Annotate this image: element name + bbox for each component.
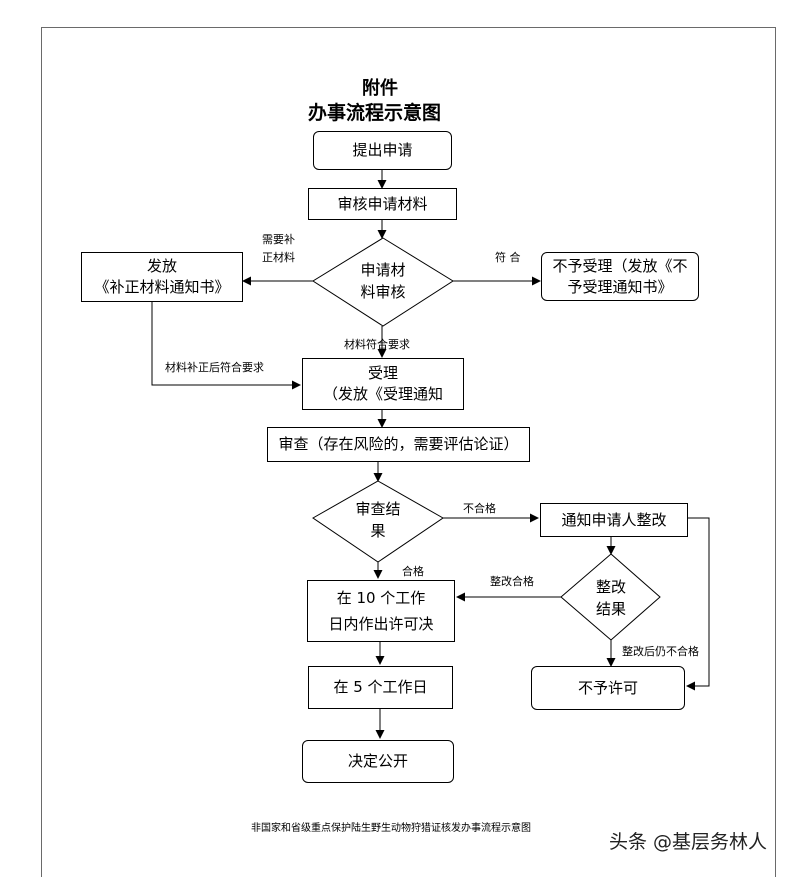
node-deny-permit: 不予许可 [531, 666, 685, 710]
edge-notify-to-deny [686, 517, 710, 691]
node-materials-decision-label: 申请材 料审核 [323, 259, 443, 303]
node-reject-acceptance-line1: 不予受理（发放《不 [552, 256, 688, 275]
node-review-materials-label: 审核申请材料 [337, 194, 428, 213]
label-need-supplement-line2: 正材料 [262, 251, 295, 264]
node-accept-line2: （发放《受理通知 [322, 385, 443, 403]
watermark: 头条 @基层务林人 [609, 831, 768, 853]
node-submit-application: 提出申请 [313, 131, 452, 170]
node-rectify-result-label: 整改 结果 [551, 576, 671, 620]
node-deny-permit-label: 不予许可 [577, 678, 638, 697]
node-reject-acceptance: 不予受理（发放《不 予受理通知书》 [541, 252, 699, 301]
node-issue-correction-notice: 发放 《补正材料通知书》 [81, 252, 243, 302]
node-submit-label: 提出申请 [352, 141, 413, 159]
label-rectify-pass: 整改合格 [490, 575, 534, 588]
node-accept-line1: 受理 [367, 364, 398, 382]
node-accept: 受理 （发放《受理通知 [302, 358, 464, 410]
node-exam-result-line2: 果 [370, 522, 386, 540]
node-materials-decision-line2: 料审核 [360, 283, 406, 301]
document-page [41, 27, 776, 877]
node-review-materials: 审核申请材料 [308, 188, 457, 220]
node-notify-rectify-label: 通知申请人整改 [561, 510, 667, 529]
node-exam-result-label: 审查结 果 [318, 498, 438, 542]
node-decide-line1: 在 10 个工作 [336, 589, 426, 607]
label-fail: 不合格 [463, 502, 496, 515]
label-pass: 合格 [402, 565, 424, 578]
page-title-line1: 附件 [362, 78, 398, 99]
node-decide-line2: 日内作出许可决 [328, 615, 434, 633]
label-materials-ok: 材料符合要求 [344, 338, 410, 351]
node-five-days-label: 在 5 个工作日 [333, 678, 428, 696]
diamond-exam-result [312, 480, 444, 563]
node-notify-rectify: 通知申请人整改 [540, 503, 688, 537]
node-examine-label: 审查（存在风险的，需要评估论证） [278, 435, 519, 453]
node-rectify-result-line1: 整改 [595, 578, 626, 596]
node-reject-acceptance-line2: 予受理通知书》 [567, 277, 673, 296]
node-issue-correction-line1: 发放 [146, 257, 177, 275]
node-issue-correction-line2: 《补正材料通知书》 [94, 278, 230, 296]
label-after-supplement-ok: 材料补正后符合要求 [165, 361, 264, 374]
diamond-materials-review [312, 237, 454, 327]
node-within-5-days: 在 5 个工作日 [308, 666, 453, 709]
node-publish-decision: 决定公开 [302, 740, 454, 783]
label-need-supplement-line1: 需要补 [262, 233, 295, 246]
label-conform: 符 合 [495, 251, 521, 264]
node-examine: 审查（存在风险的，需要评估论证） [267, 427, 530, 462]
node-exam-result-line1: 审查结 [355, 500, 401, 518]
label-rectify-still-fail: 整改后仍不合格 [622, 645, 699, 658]
node-publish-label: 决定公开 [347, 752, 408, 770]
footer-caption: 非国家和省级重点保护陆生野生动物狩猎证核发办事流程示意图 [251, 823, 531, 834]
node-rectify-result-line2: 结果 [595, 600, 626, 618]
diamond-rectify-result [560, 553, 661, 641]
node-materials-decision-line1: 申请材 [360, 261, 406, 279]
page-title-line2: 办事流程示意图 [308, 102, 442, 124]
edge-correction-to-accept [151, 302, 301, 390]
node-decide-within-10-days: 在 10 个工作 日内作出许可决 [307, 580, 455, 642]
